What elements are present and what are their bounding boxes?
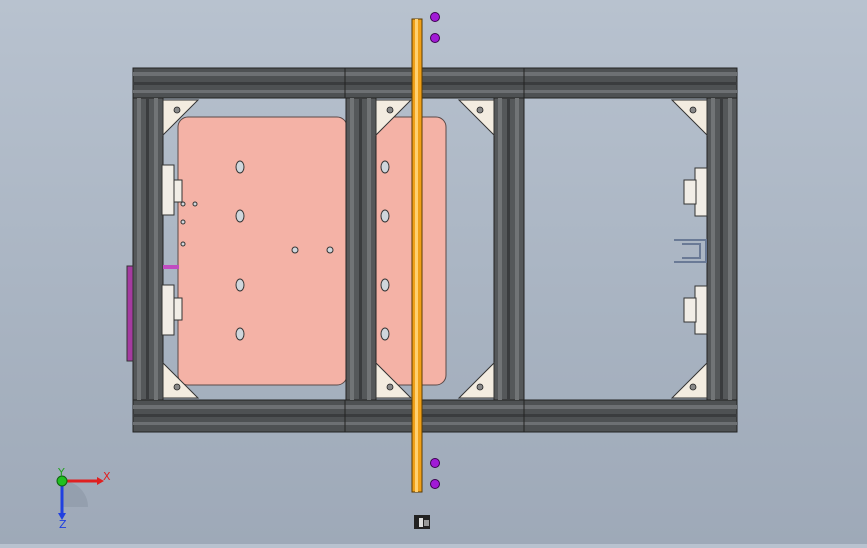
left-rail[interactable] xyxy=(132,97,164,401)
z-axis-label: Z xyxy=(59,518,67,531)
plate-holes xyxy=(180,160,390,341)
top-rail[interactable] xyxy=(132,67,738,99)
x-axis-label: X xyxy=(103,470,111,483)
left-plate[interactable] xyxy=(177,116,348,386)
position-markers[interactable] xyxy=(430,12,440,489)
corner-brackets xyxy=(162,99,708,399)
right-clip[interactable] xyxy=(674,239,707,263)
right-plate[interactable] xyxy=(375,116,447,386)
y-axis-label: Y xyxy=(57,466,65,479)
left-bearing-blocks[interactable] xyxy=(161,164,183,336)
vertical-rod[interactable] xyxy=(411,18,423,493)
axis-triad: X Y Z xyxy=(56,466,111,531)
middle-right-rail[interactable] xyxy=(493,97,525,401)
bottom-rail[interactable] xyxy=(132,399,738,433)
left-connector[interactable] xyxy=(126,265,179,362)
right-rail[interactable] xyxy=(706,97,738,401)
view-orientation-icon[interactable] xyxy=(414,515,430,529)
right-bearing-blocks[interactable] xyxy=(683,167,708,335)
